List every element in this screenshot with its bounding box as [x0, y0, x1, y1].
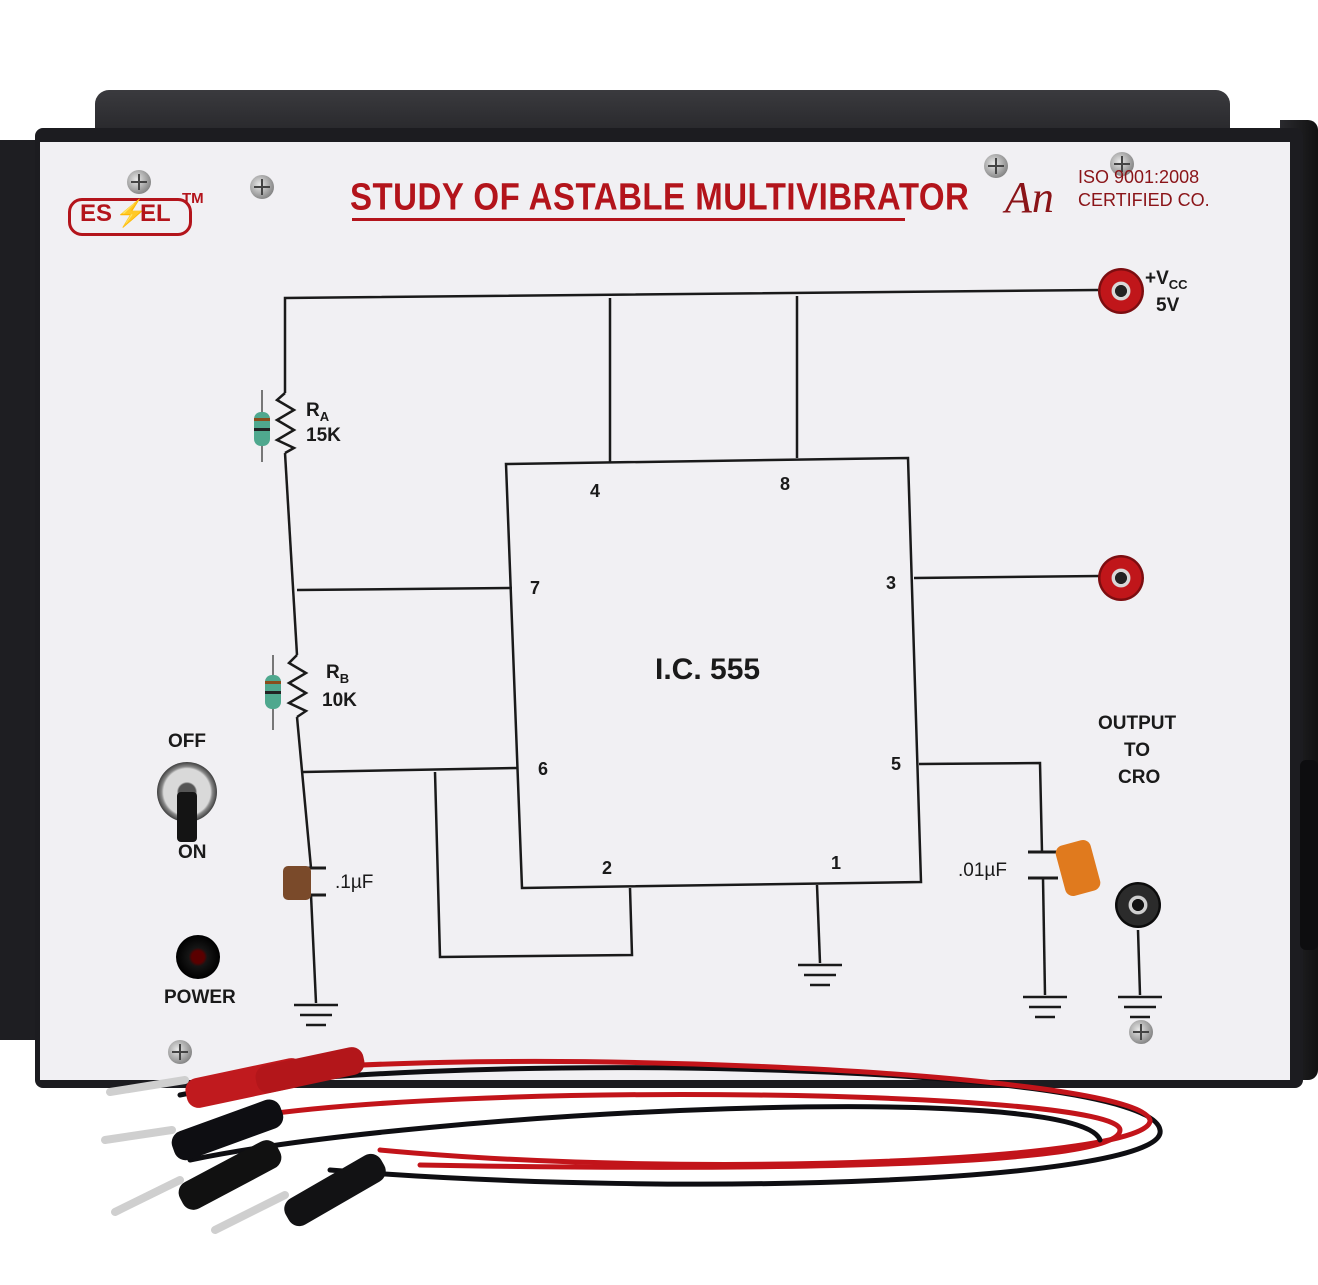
brand-logo	[68, 198, 192, 236]
output-socket[interactable]	[1098, 555, 1144, 601]
screw-top-right-2	[1110, 152, 1134, 176]
ground-symbols	[294, 963, 1162, 1027]
patch-cords	[177, 1058, 1163, 1187]
vcc-rail	[283, 288, 1099, 393]
resistor-rb-symbol	[286, 654, 309, 719]
toggle-lever[interactable]	[177, 792, 197, 842]
resistor-ra-component	[254, 390, 270, 462]
output-label-line3: CRO	[1118, 767, 1161, 788]
ic-label: I.C. 555	[655, 653, 761, 686]
pin-4: 4	[590, 481, 601, 501]
screw-top-left	[127, 170, 151, 194]
pin-6: 6	[538, 759, 549, 779]
switch-off-label: OFF	[168, 731, 206, 752]
ra-value: 15K	[306, 425, 341, 446]
resistor-rb-component	[265, 655, 281, 730]
pin-1: 1	[831, 853, 842, 873]
bolt-icon: ⚡	[115, 198, 148, 228]
vcc-label: +VCC	[1145, 268, 1188, 292]
pin-2: 2	[602, 858, 613, 878]
power-indicator-led	[176, 935, 220, 979]
capacitor-c2-symbol	[1028, 850, 1058, 880]
screw-bottom-right	[1129, 1020, 1153, 1044]
rb-label: RB	[326, 662, 350, 686]
ground-socket[interactable]	[1115, 882, 1161, 928]
vcc-input-socket[interactable]	[1098, 268, 1144, 314]
screw-bottom-left	[168, 1040, 192, 1064]
ic-555-body	[504, 456, 923, 890]
panel-title: STUDY OF ASTABLE MULTIVIBRATOR	[350, 175, 970, 218]
screw-top-right	[984, 154, 1008, 178]
c1-value: .1µF	[335, 872, 374, 893]
front-panel-face	[40, 142, 1290, 1080]
cert-line-2: CERTIFIED CO.	[1078, 190, 1210, 210]
cert-line-1: ISO 9001:2008	[1078, 167, 1200, 187]
switch-on-label: ON	[178, 842, 207, 863]
c2-value: .01µF	[958, 860, 1007, 881]
resistor-ra-symbol	[274, 392, 297, 455]
cabinet-side-left	[0, 140, 40, 1040]
banana-plugs	[101, 1047, 386, 1234]
power-cable	[1300, 760, 1318, 950]
output-label-line1: OUTPUT	[1098, 713, 1177, 734]
cert-logo: An	[1005, 173, 1054, 222]
output-label-line2: TO	[1124, 740, 1151, 761]
brand-logo-text: ES	[80, 200, 113, 227]
brand-logo-text-suffix: EL	[140, 200, 171, 227]
pin-5: 5	[891, 754, 902, 774]
capacitor-c2-component	[1055, 840, 1101, 896]
screw-top-left-2	[250, 175, 274, 199]
capacitor-c1-component	[283, 866, 311, 900]
title-underline	[352, 218, 905, 221]
rb-value: 10K	[322, 690, 357, 711]
pin-8: 8	[780, 474, 791, 494]
trademark: TM	[182, 190, 204, 207]
power-label: POWER	[164, 987, 236, 1008]
ra-label: RA	[306, 400, 330, 424]
vcc-value: 5V	[1156, 295, 1180, 316]
pin-7: 7	[530, 578, 541, 598]
pin-3: 3	[886, 573, 897, 593]
